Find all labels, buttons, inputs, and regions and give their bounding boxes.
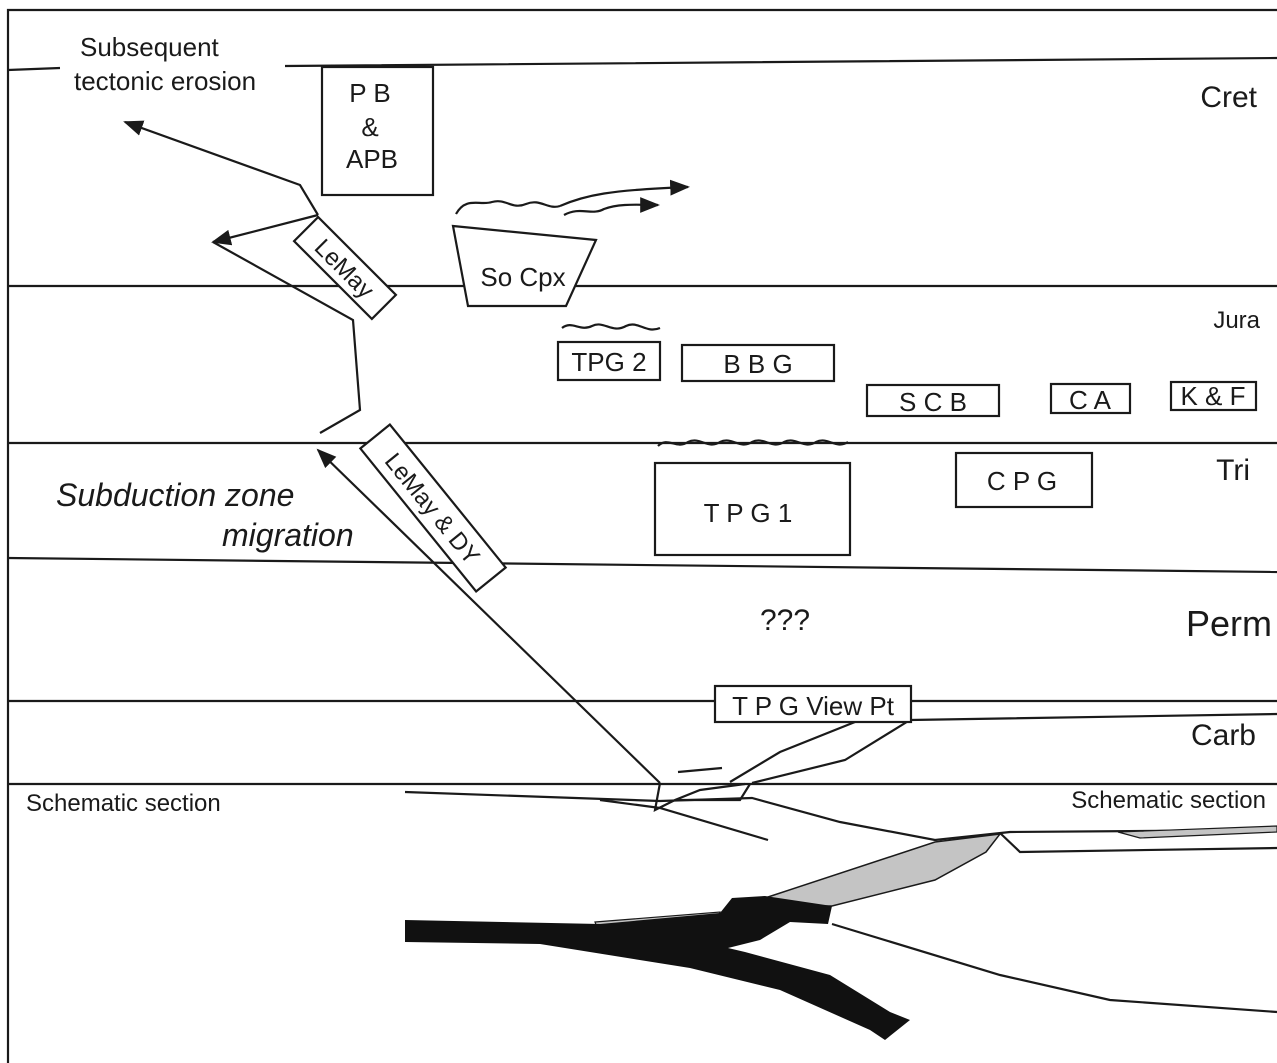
schematic-label-left: Schematic section	[26, 790, 221, 817]
period-label-cret: Cret	[1200, 81, 1257, 114]
unit-label-tpg1: T P G 1	[704, 498, 793, 528]
migration-arrow-long	[316, 448, 661, 784]
unit-box-bbg	[680, 343, 836, 383]
unit-so-cpx-shape	[451, 224, 598, 308]
unit-box-ca	[1049, 382, 1132, 415]
subduction-label-1: Subduction zone	[56, 477, 294, 513]
migration-arrow-middle	[211, 213, 319, 246]
so-cpx-arrow-lower	[563, 197, 660, 216]
unit-label-scb: S C B	[899, 387, 967, 417]
unit-box-tpg1	[653, 461, 852, 557]
section-line-upper	[404, 790, 1277, 842]
unit-lemay: LeMay	[292, 215, 398, 321]
unit-lemay-dy: LeMay & DY	[358, 422, 508, 594]
unit-box-scb	[865, 383, 1001, 418]
boundary-top-cret	[7, 56, 1277, 72]
unit-label-pb-2: &	[361, 112, 378, 142]
migration-path-lower	[212, 241, 362, 434]
unit-box-tpg2	[556, 340, 662, 382]
so-cpx-erosion-squiggle	[455, 200, 561, 215]
unit-box-kf	[1169, 380, 1258, 412]
unit-label-pb-1: P B	[349, 78, 390, 108]
period-label-perm: Perm	[1186, 603, 1272, 644]
migration-arrow-upper	[123, 120, 319, 216]
perm-unknown-label: ???	[760, 604, 810, 637]
black-slab	[405, 896, 910, 1040]
grey-basin-fill-far-right	[1117, 825, 1277, 839]
unit-label-bbg: B B G	[723, 349, 792, 379]
unit-label-tpg2: TPG 2	[571, 347, 646, 377]
carb-basin-outline	[677, 712, 1277, 785]
unit-box-tpg-view	[713, 684, 913, 724]
unit-box-cpg	[954, 451, 1094, 509]
slab-lower-boundary	[831, 922, 1277, 1014]
unit-label-pb-3: APB	[346, 144, 398, 174]
tpg1-erosion-squiggle	[657, 439, 849, 447]
subduction-label-2: migration	[222, 517, 354, 553]
tectonic-erosion-label-1: Subsequent	[80, 32, 220, 62]
grey-basin-fill-right	[767, 833, 1002, 907]
period-label-jura: Jura	[1213, 307, 1260, 334]
so-cpx-arrow-upper	[559, 179, 690, 208]
unit-label-cpg: C P G	[987, 466, 1057, 496]
schematic-label-right: Schematic section	[1071, 787, 1266, 814]
tectonic-erosion-label-2: tectonic erosion	[74, 66, 256, 96]
tpg2-erosion-squiggle	[561, 323, 661, 331]
boundary-tri-perm	[7, 556, 1277, 574]
section-wedge	[653, 782, 751, 812]
period-label-tri: Tri	[1216, 454, 1250, 487]
frame-border	[6, 8, 1277, 1063]
unit-label-lemay-dy: LeMay & DY	[379, 448, 485, 570]
unit-label-kf: K & F	[1180, 381, 1245, 411]
unit-box-pb-apb	[320, 65, 435, 197]
unit-label-tpg-view: T P G View Pt	[732, 691, 895, 721]
period-label-carb: Carb	[1191, 719, 1256, 752]
unit-label-ca: C A	[1069, 385, 1112, 415]
unit-label-so-cpx: So Cpx	[480, 262, 565, 292]
